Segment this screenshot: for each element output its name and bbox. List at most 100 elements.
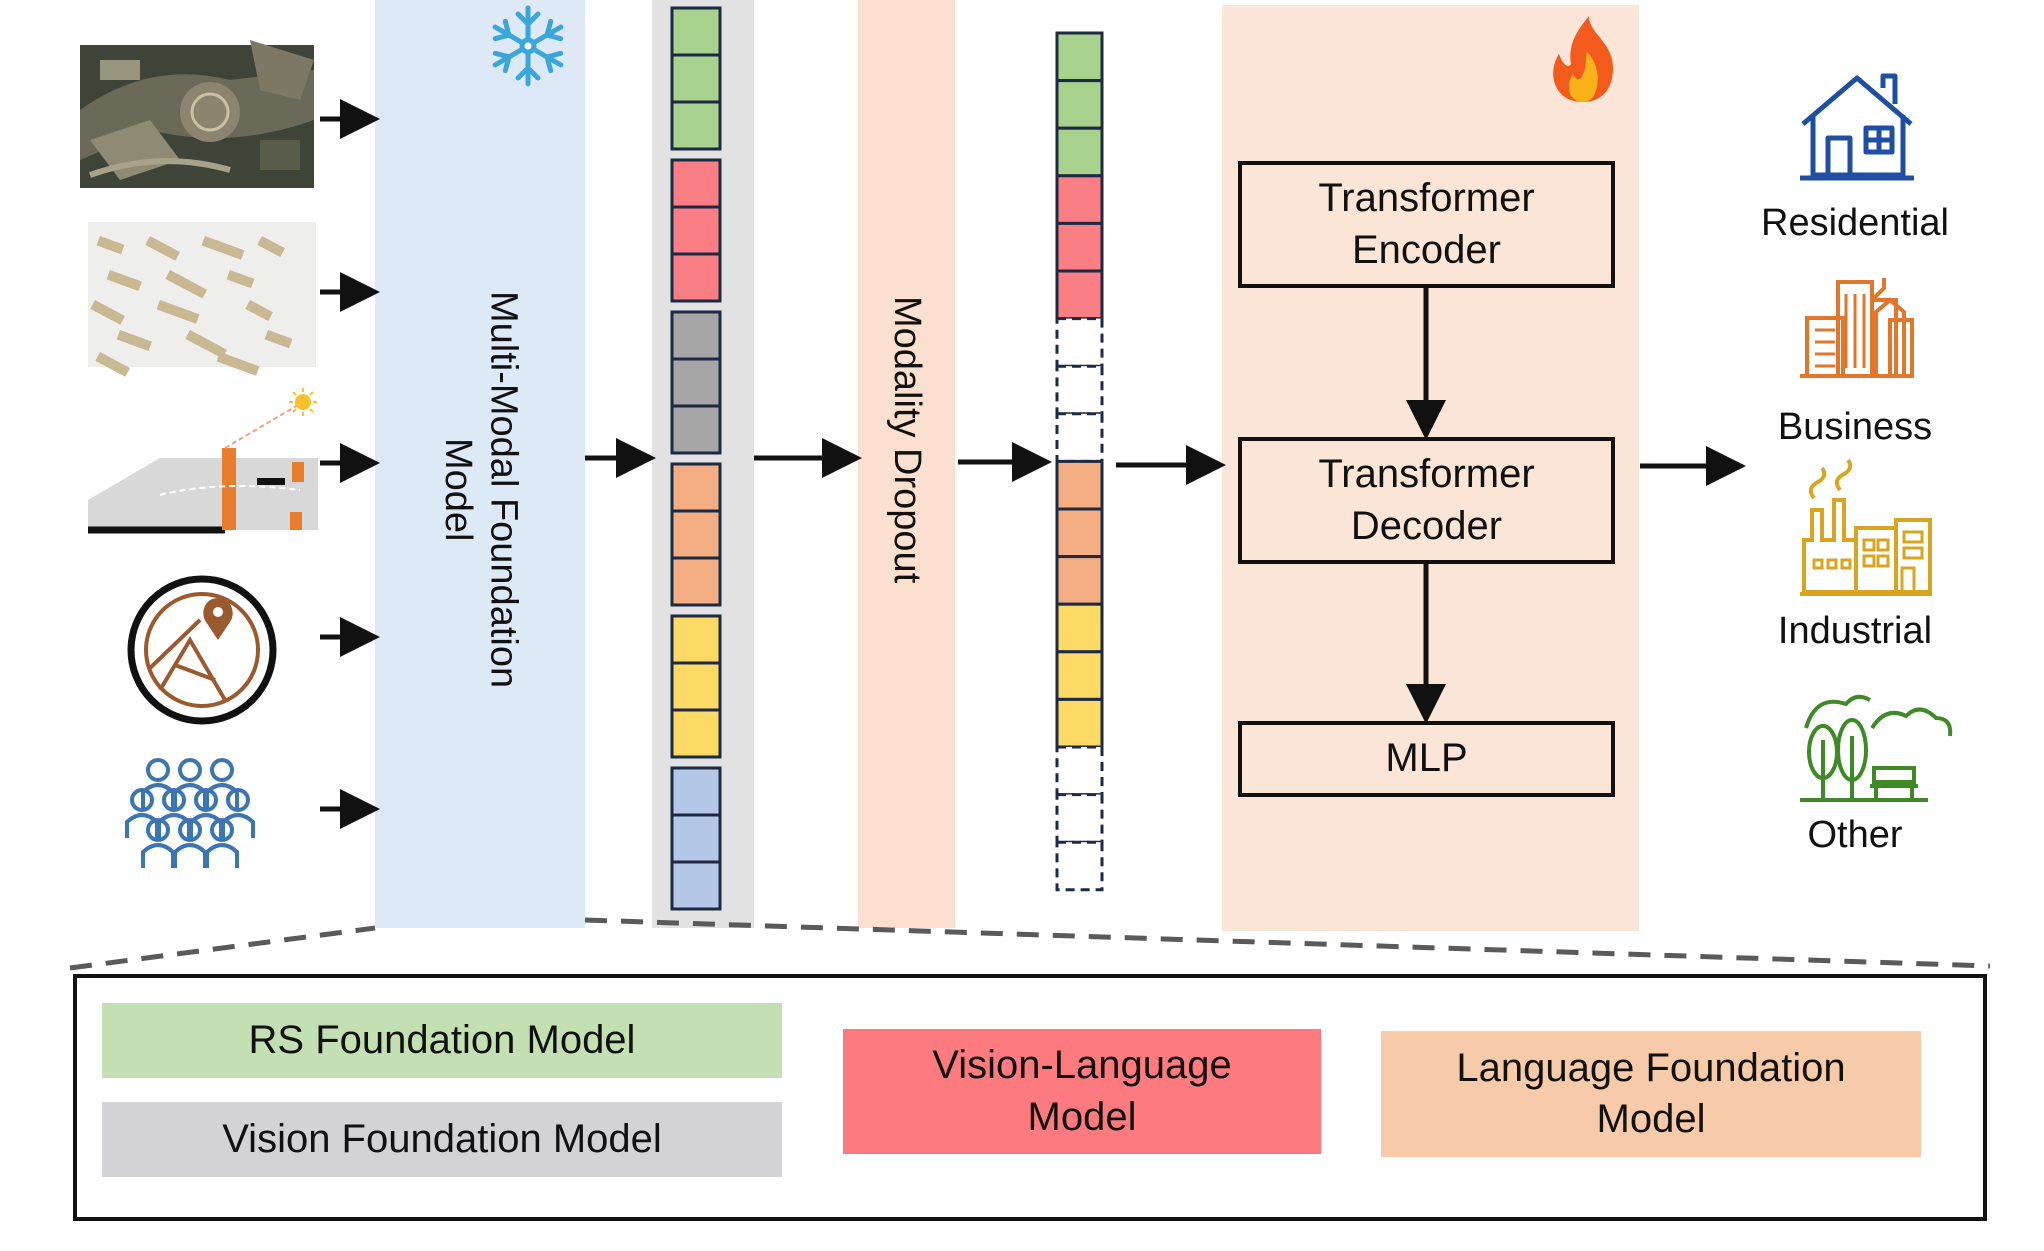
token-cell: [670, 53, 722, 104]
person-body: [189, 813, 223, 838]
token-cell: [1055, 174, 1104, 225]
sun-building-3d: [88, 388, 318, 534]
building-footprint: [90, 299, 126, 325]
person-body: [141, 843, 175, 868]
head-panel: [1222, 5, 1639, 931]
building-footprint: [95, 351, 131, 377]
satellite-image: [80, 40, 314, 188]
building-footprint: [264, 330, 293, 349]
token-cell: [670, 462, 722, 513]
person-body: [125, 813, 159, 838]
token-cell: [1055, 555, 1104, 606]
token-cell: [670, 404, 722, 455]
output-label-industrial: Industrial: [1777, 610, 1933, 653]
person-body: [141, 783, 175, 808]
person-head: [194, 788, 218, 812]
factory-icon: [1800, 458, 1932, 596]
building-footprint: [216, 351, 260, 376]
token-cell: [670, 205, 722, 256]
dropout-panel: [858, 0, 955, 928]
building-footprint: [185, 330, 228, 359]
output-label-residential: Residential: [1761, 202, 1949, 245]
token-cell: [670, 860, 722, 911]
transformer-decoder-block: Transformer Decoder: [1238, 437, 1615, 564]
legend-vision-foundation-model: Vision Foundation Model: [102, 1102, 782, 1177]
zoom-line-left: [69, 925, 376, 971]
building-footprint: [145, 236, 181, 261]
token-cell: [670, 6, 722, 57]
token-cell: [1055, 221, 1104, 273]
transformer-encoder-block: Transformer Encoder: [1238, 161, 1615, 288]
building-footprint-map: [88, 222, 316, 377]
token-cell: [670, 357, 722, 408]
legend-vision-language-model: Vision-Language Model: [843, 1029, 1321, 1154]
token-cell: [670, 766, 722, 817]
person-body: [221, 813, 255, 838]
building-footprint: [96, 235, 125, 255]
trees-bench-icon: [1800, 694, 1953, 802]
token-column-full: [670, 6, 722, 911]
person-body: [205, 843, 239, 868]
city-buildings-icon: [1800, 278, 1914, 378]
person-head: [178, 758, 202, 782]
token-cell: [1055, 79, 1104, 130]
legend-rs-foundation-model: RS Foundation Model: [102, 1003, 782, 1078]
building-footprint: [106, 270, 142, 292]
legend-language-foundation-model: Language Foundation Model: [1381, 1031, 1921, 1157]
person-body: [205, 783, 239, 808]
token-cell: [670, 310, 722, 361]
fire-icon: [1553, 16, 1613, 102]
zoom-line-right: [584, 917, 1991, 969]
person-head: [226, 788, 250, 812]
building-footprint: [156, 300, 200, 324]
token-cell: [670, 100, 722, 151]
person-head: [210, 818, 234, 842]
mmfm-label: Multi-Modal Foundation Model: [437, 291, 525, 689]
dropped-token-cell: [1055, 840, 1104, 892]
dropped-token-cell: [1055, 793, 1104, 844]
person-head: [178, 818, 202, 842]
token-cell: [1055, 31, 1104, 83]
dropped-token-cell: [1055, 412, 1104, 463]
output-label-other: Other: [1807, 814, 1903, 857]
token-cell: [670, 158, 722, 209]
token-column-after-dropout: [1055, 31, 1104, 892]
token-cell: [1055, 459, 1104, 511]
snowflake-icon: [490, 5, 566, 84]
dropped-token-cell: [1055, 364, 1104, 416]
token-cell: [670, 509, 722, 560]
token-cell: [670, 813, 722, 864]
token-cell: [1055, 269, 1104, 321]
building-footprint: [257, 236, 285, 258]
token-cell: [670, 252, 722, 303]
modality-dropout-label: Modality Dropout: [885, 296, 928, 584]
building-footprint: [165, 270, 208, 299]
people-crowd-icon: [125, 758, 255, 868]
token-cell: [1055, 602, 1104, 654]
map-pin-circle-icon: [127, 575, 277, 725]
person-body: [173, 783, 207, 808]
house-icon: [1800, 73, 1914, 181]
legend-frame: [73, 974, 1987, 1221]
token-cell: [670, 661, 722, 712]
mlp-block: MLP: [1238, 721, 1615, 797]
person-head: [130, 788, 154, 812]
dropped-token-cell: [1055, 745, 1104, 797]
token-cell: [670, 556, 722, 607]
building-footprint: [245, 300, 273, 322]
dropped-token-cell: [1055, 317, 1104, 368]
token-cell: [670, 614, 722, 665]
token-cell: [670, 708, 722, 759]
token-cell: [1055, 507, 1104, 559]
person-head: [146, 818, 170, 842]
person-head: [162, 788, 186, 812]
building-footprint: [226, 270, 255, 289]
person-head: [210, 758, 234, 782]
output-label-business: Business: [1777, 406, 1933, 449]
mmfm-panel: [375, 0, 585, 928]
token-cell: [1055, 126, 1104, 178]
building-footprint: [116, 330, 152, 352]
token-cell: [1055, 650, 1104, 701]
person-body: [173, 843, 207, 868]
